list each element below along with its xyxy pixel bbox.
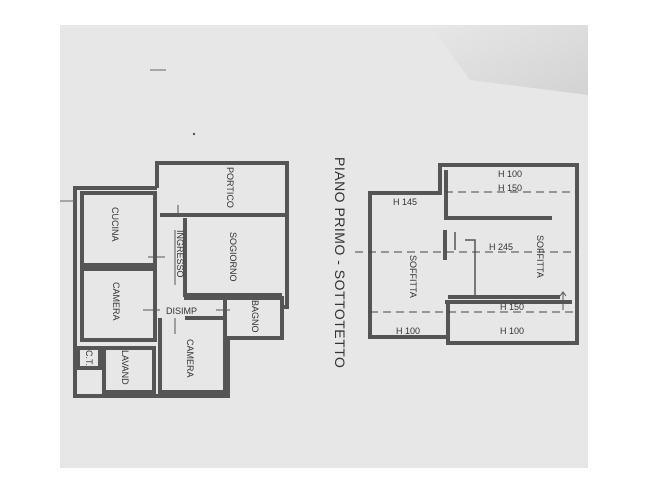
height-label-h245: H 245 [489, 242, 513, 252]
attic-floor-plan: H 100 H 150 H 145 H 245 H 150 H 100 H 10… [355, 163, 579, 345]
attic-plan-title: PIANO PRIMO - SOTTOTETTO [332, 157, 348, 368]
pencil-dot [192, 132, 196, 136]
room-label-soffitta-left: SOFFITTA [408, 255, 418, 298]
room-label-lavand: LAVAND [120, 350, 130, 385]
attic-inner-walls [443, 170, 572, 337]
room-label-soffitta-right: SOFFITTA [535, 235, 545, 278]
paper-fold-shadow [430, 25, 588, 95]
cucina-walls [80, 191, 157, 267]
room-label-cucina: CUCINA [110, 207, 120, 242]
attic-outer-walls [368, 163, 579, 345]
outer-walls [73, 161, 289, 398]
room-label-camera-1: CAMERA [111, 282, 121, 321]
camera-1-walls [80, 267, 157, 342]
lavand-walls [102, 346, 156, 394]
room-label-sogiorno: SOGIORNO [228, 232, 238, 282]
sogiorno-bagno-walls [160, 213, 287, 335]
room-label-ingresso: INGRESSO [175, 230, 185, 278]
height-label-h150-top: H 150 [498, 183, 522, 193]
ground-floor-plan: PORTICO CUCINA INGRESSO SOGIORNO CAMERA … [60, 161, 289, 398]
room-label-camera-2: CAMERA [185, 339, 195, 378]
camera-2-walls [158, 316, 227, 394]
room-label-ct: C.T. [84, 350, 94, 366]
ct-walls [76, 346, 102, 370]
height-label-h100-top: H 100 [498, 169, 522, 179]
height-label-h100-bottom-right: H 100 [500, 326, 524, 336]
room-label-disimp: DISIMP [166, 306, 197, 316]
height-label-h145: H 145 [393, 197, 417, 207]
room-label-portico: PORTICO [225, 167, 235, 208]
height-label-h150-bottom: H 150 [500, 302, 524, 312]
height-label-h100-bottom-left: H 100 [396, 326, 420, 336]
room-label-bagno: BAGNO [250, 300, 260, 333]
